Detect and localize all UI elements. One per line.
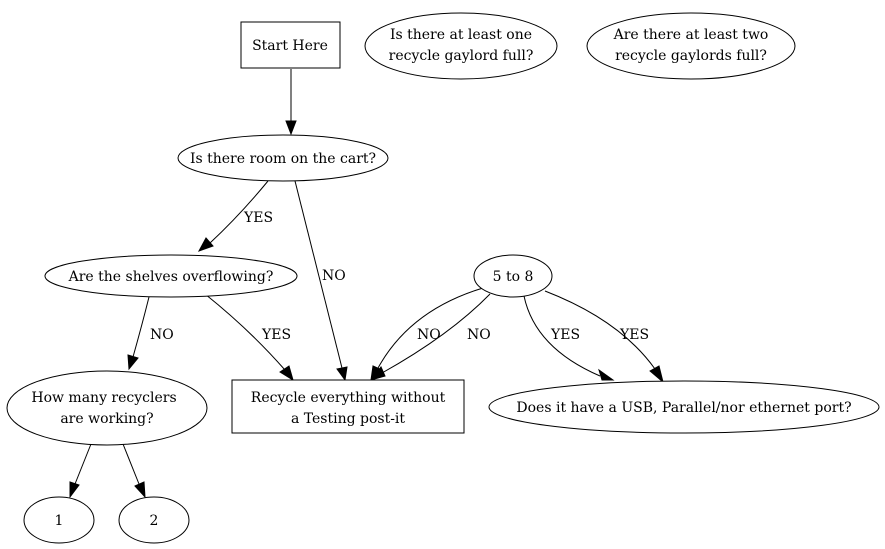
node-at-least-two-gaylords: Are there at least two recycle gaylords … <box>586 12 796 80</box>
edge-label-yes: YES <box>243 210 273 226</box>
edges: YES NO NO YES NO NO <box>69 69 664 499</box>
node-label-line-2: are working? <box>60 411 153 427</box>
node-start-here: Start Here <box>240 21 341 69</box>
nodes: Start Here Is there at least one recycle… <box>6 12 880 544</box>
node-label: Is there room on the cart? <box>190 151 376 167</box>
node-label-line-2: recycle gaylord full? <box>389 48 534 64</box>
edge-five-to-recycle-no-b: NO <box>369 293 491 381</box>
node-room-on-cart: Is there room on the cart? <box>177 134 389 182</box>
edge-label-no: NO <box>322 268 346 284</box>
node-label: 5 to 8 <box>493 269 534 285</box>
node-label: Start Here <box>252 38 328 54</box>
node-2: 2 <box>118 496 190 544</box>
node-label-line-1: Are there at least two <box>613 27 769 43</box>
edge-five-to-ports-yes-a: YES <box>523 295 615 381</box>
node-label: Does it have a USB, Parallel/nor etherne… <box>516 400 851 416</box>
node-at-least-one-gaylord: Is there at least one recycle gaylord fu… <box>364 12 558 80</box>
node-has-port: Does it have a USB, Parallel/nor etherne… <box>488 380 880 434</box>
node-label-line-2: a Testing post-it <box>291 411 405 427</box>
node-how-many-recyclers: How many recyclers are working? <box>6 370 208 446</box>
edge-label-no: NO <box>150 327 174 343</box>
edge-label-yes: YES <box>261 327 291 343</box>
node-shelves-overflowing: Are the shelves overflowing? <box>44 254 298 298</box>
node-1: 1 <box>23 496 95 544</box>
edge-shelves-to-recyclers-no: NO <box>127 296 174 371</box>
edge-label-no: NO <box>467 327 491 343</box>
node-recycle-everything: Recycle everything without a Testing pos… <box>231 379 465 434</box>
node-label: 2 <box>150 513 159 529</box>
node-5-to-8: 5 to 8 <box>473 254 553 298</box>
edge-shelves-to-recycle-yes: YES <box>204 293 294 382</box>
node-label: Are the shelves overflowing? <box>68 269 274 285</box>
node-label-line-1: Is there at least one <box>390 27 532 43</box>
edge-recyclers-to-1 <box>69 443 92 499</box>
edge-cart-to-shelves-yes: YES <box>197 180 273 252</box>
edge-recyclers-to-2 <box>122 443 146 499</box>
edge-label-no: NO <box>417 327 441 343</box>
node-label-line-1: Recycle everything without <box>251 390 446 406</box>
edge-label-yes: YES <box>619 327 649 343</box>
node-label-line-1: How many recyclers <box>31 390 176 406</box>
edge-cart-to-recycle-no: NO <box>294 180 348 382</box>
edge-five-to-ports-yes-b: YES <box>544 290 664 384</box>
node-label-line-2: recycle gaylords full? <box>615 48 767 64</box>
node-label: 1 <box>55 513 64 529</box>
edge-start-to-cart <box>285 69 297 136</box>
edge-label-yes: YES <box>550 327 580 343</box>
